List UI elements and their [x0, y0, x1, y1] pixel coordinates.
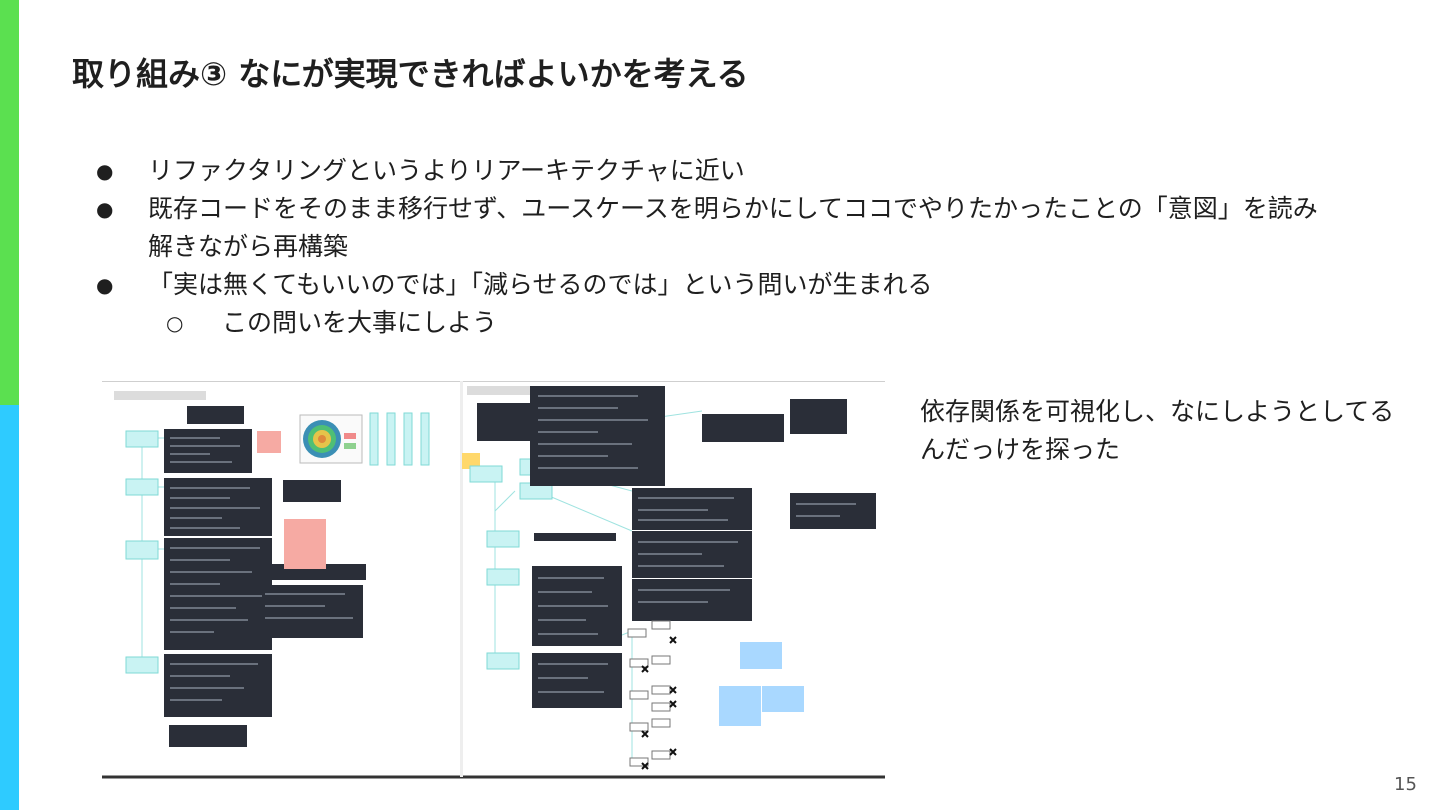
bullet-item: ● 既存コードをそのまま移行せず、ユースケースを明らかにしてココでやりたかったこ… — [90, 190, 1340, 266]
bullet-list: ● リファクタリングというよりリアーキテクチャに近い ● 既存コードをそのまま移… — [90, 152, 1340, 342]
bullet-dot-icon: ● — [96, 159, 114, 183]
bullet-dot-icon: ● — [96, 197, 114, 221]
bullet-item: ● リファクタリングというよりリアーキテクチャに近い — [90, 152, 1340, 190]
bullet-text: リファクタリングというよりリアーキテクチャに近い — [148, 156, 745, 185]
slide-title: 取り組み③ なにが実現できればよいかを考える — [72, 55, 749, 93]
accent-bar-green — [0, 0, 19, 405]
sub-bullet-text: この問いを大事にしよう — [222, 308, 498, 337]
page-number: 15 — [1394, 774, 1417, 795]
sub-bullet-item: ○ この問いを大事にしよう — [90, 304, 1340, 342]
accent-bar-blue — [0, 405, 19, 810]
bullet-dot-icon: ● — [96, 273, 114, 297]
diagram-caption: 依存関係を可視化し、なにしようとしてるんだっけを探った — [920, 397, 1395, 464]
bullet-text: 既存コードをそのまま移行せず、ユースケースを明らかにしてココでやりたかったことの… — [148, 194, 1318, 261]
hollow-bullet-icon: ○ — [166, 311, 184, 335]
bullet-text: 「実は無くてもいいのでは」「減らせるのでは」という問いが生まれる — [148, 270, 933, 299]
bullet-item: ● 「実は無くてもいいのでは」「減らせるのでは」という問いが生まれる — [90, 266, 1340, 304]
dependency-diagram-screenshot — [102, 381, 885, 779]
